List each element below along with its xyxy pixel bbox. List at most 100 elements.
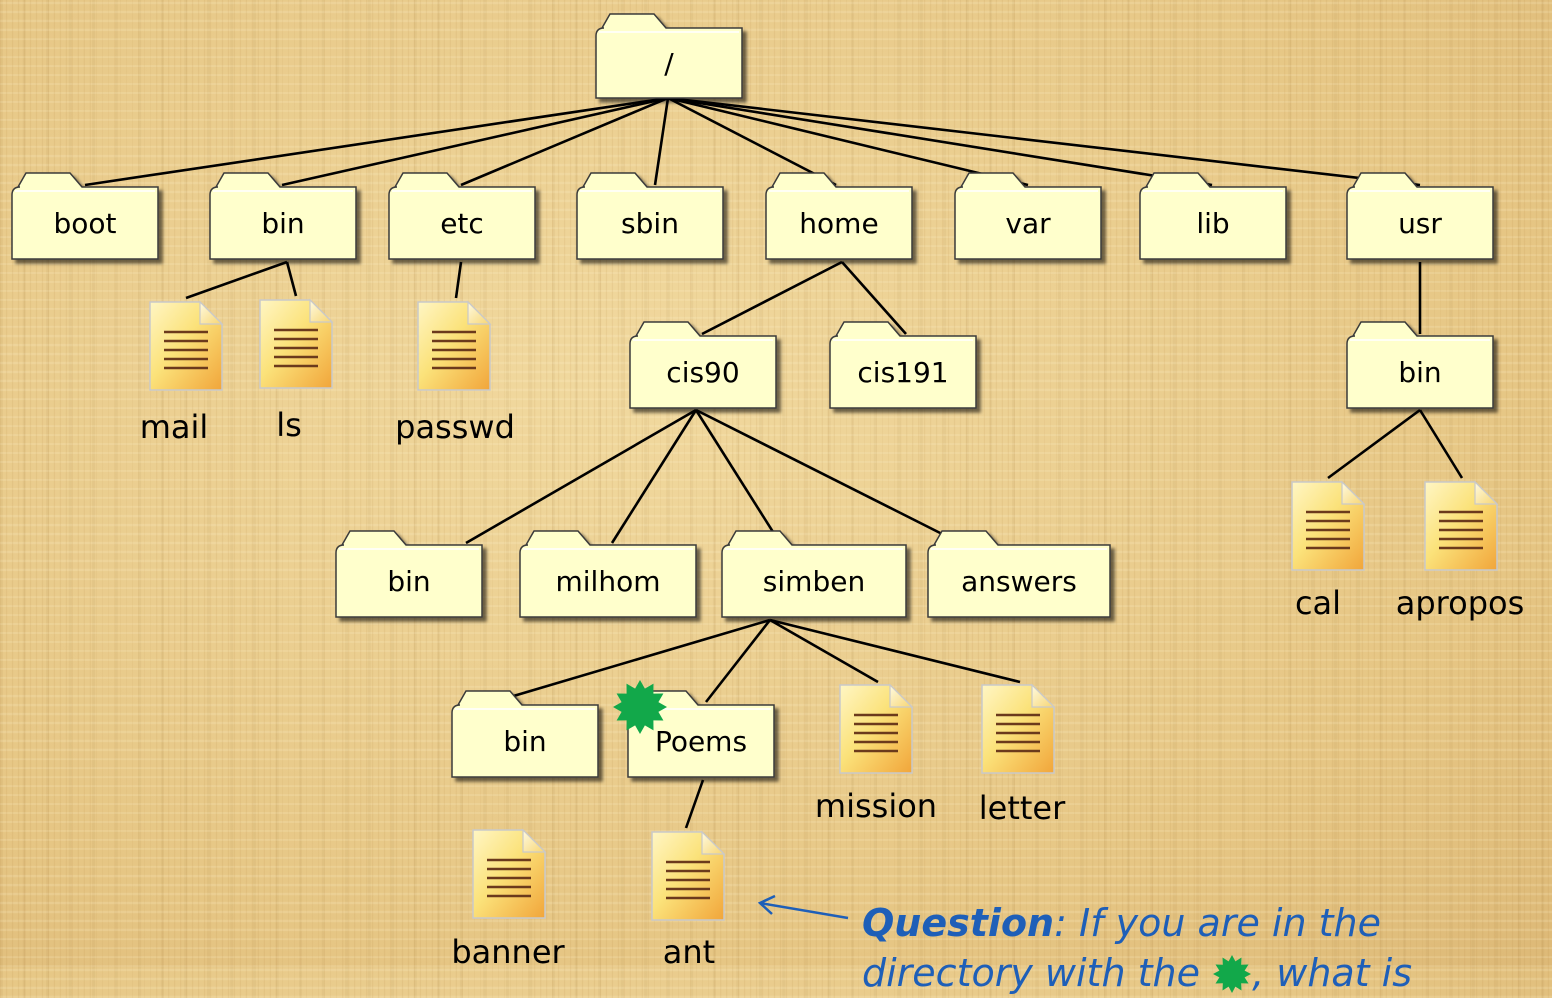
folder-label: usr <box>1398 207 1442 240</box>
folder-icon <box>721 530 907 618</box>
folder-label: var <box>1005 207 1051 240</box>
file-passwd: passwd <box>395 300 515 446</box>
file-label: apropos <box>1396 584 1525 622</box>
file-label: cal <box>1295 584 1341 622</box>
edge-cis90-simben <box>694 409 782 544</box>
file-label: ant <box>663 933 715 967</box>
edge-root-bin <box>281 96 669 187</box>
text-file-icon <box>259 298 334 389</box>
folder-icon <box>209 172 357 260</box>
folder-label: sbin <box>621 207 679 240</box>
folder-label: simben <box>763 565 865 598</box>
file-mission: mission <box>815 683 937 825</box>
folder-icon <box>595 13 743 99</box>
text-file-icon <box>417 300 492 391</box>
folder-icon <box>954 172 1102 260</box>
edge-bin-ls <box>285 261 298 297</box>
text-file-icon <box>149 300 224 391</box>
green-star-icon <box>613 680 667 734</box>
folder-home: home <box>765 172 913 260</box>
text-file-icon <box>1291 480 1366 571</box>
folder-root: / <box>595 13 743 99</box>
folder-etc: etc <box>388 172 536 260</box>
edge-cis90-answers <box>695 408 961 545</box>
edge-root-var <box>667 96 1029 187</box>
question-line-1: Question: If you are in the <box>862 898 1542 948</box>
question-line-1-text: : If you are in the <box>1054 901 1382 945</box>
edge-root-boot <box>84 96 669 187</box>
folder-label: cis191 <box>857 356 948 389</box>
tree-nodes: / boot bin etc sbin home var lib usr cis90 cis191 b… <box>11 13 1525 967</box>
edge-cis90-milhom <box>610 409 698 544</box>
folder-label: etc <box>440 207 484 240</box>
folder-icon <box>1346 321 1494 409</box>
folder-label: lib <box>1196 207 1229 240</box>
folder-label: bin <box>1398 356 1441 389</box>
filesystem-tree-diagram: / boot bin etc sbin home var lib usr cis90 cis191 b… <box>11 13 1525 967</box>
folder-boot: boot <box>11 172 159 260</box>
file-mail: mail <box>140 300 224 446</box>
edge-root-home <box>667 96 837 187</box>
file-ls: ls <box>259 298 334 444</box>
folder-cis90_bin: bin <box>335 530 483 618</box>
folder-sbin: sbin <box>576 172 724 260</box>
folder-usr: usr <box>1346 172 1494 260</box>
folder-usr_bin: bin <box>1346 321 1494 409</box>
folder-icon <box>1346 172 1494 260</box>
folder-cis90: cis90 <box>629 321 777 409</box>
file-label: ls <box>276 406 302 444</box>
edge-bin-mail <box>185 260 288 300</box>
file-label: letter <box>979 789 1066 827</box>
file-banner: banner <box>451 828 566 967</box>
edge-home-cis90 <box>701 260 843 336</box>
edge-home-cis191 <box>841 261 907 335</box>
edge-root-usr <box>667 96 1421 187</box>
question-line-2b-text: , what is <box>1252 951 1413 995</box>
edge-simben-letter <box>769 618 1021 684</box>
text-file-icon <box>839 683 914 774</box>
folder-icon <box>335 530 483 618</box>
folder-icon <box>11 172 159 260</box>
file-label: passwd <box>395 408 515 446</box>
folder-cis191: cis191 <box>829 321 977 409</box>
folder-label: bin <box>387 565 430 598</box>
file-letter: letter <box>979 683 1066 827</box>
text-file-icon <box>651 830 726 921</box>
green-star-icon <box>1213 955 1252 993</box>
question-label: Question <box>862 901 1055 945</box>
folder-icon <box>829 321 977 409</box>
edge-etc-passwd <box>454 261 463 299</box>
folder-icon <box>451 690 599 778</box>
edge-root-lib <box>667 96 1213 187</box>
folder-label: / <box>664 47 674 80</box>
folder-label: Poems <box>655 725 747 758</box>
question-line-2a-text: directory with the <box>862 951 1200 995</box>
folder-label: milhom <box>556 565 661 598</box>
left-arrow-icon <box>757 894 849 920</box>
edge-simben-simben_bin <box>499 618 771 702</box>
folder-icon <box>1139 172 1287 260</box>
file-ant: ant <box>651 830 726 967</box>
text-file-icon <box>472 828 547 919</box>
folder-var: var <box>954 172 1102 260</box>
text-file-icon <box>981 683 1056 774</box>
folder-label: bin <box>503 725 546 758</box>
folder-milhom: milhom <box>519 530 697 618</box>
folder-icon <box>927 530 1111 618</box>
folder-simben_bin: bin <box>451 690 599 778</box>
folder-label: answers <box>961 565 1077 598</box>
edge-poems-ant <box>684 779 705 829</box>
folder-icon <box>576 172 724 260</box>
folder-label: cis90 <box>666 356 739 389</box>
tree-edges <box>84 96 1464 829</box>
folder-label: bin <box>261 207 304 240</box>
file-label: mission <box>815 787 937 825</box>
text-file-icon <box>1424 480 1499 571</box>
folder-label: boot <box>53 207 116 240</box>
folder-poems: Poems <box>613 680 775 778</box>
edge-usr_bin-apropos <box>1418 409 1464 479</box>
file-cal: cal <box>1291 480 1366 622</box>
folder-label: home <box>799 207 878 240</box>
edge-simben-poems <box>704 619 772 703</box>
edge-root-etc <box>460 96 669 187</box>
